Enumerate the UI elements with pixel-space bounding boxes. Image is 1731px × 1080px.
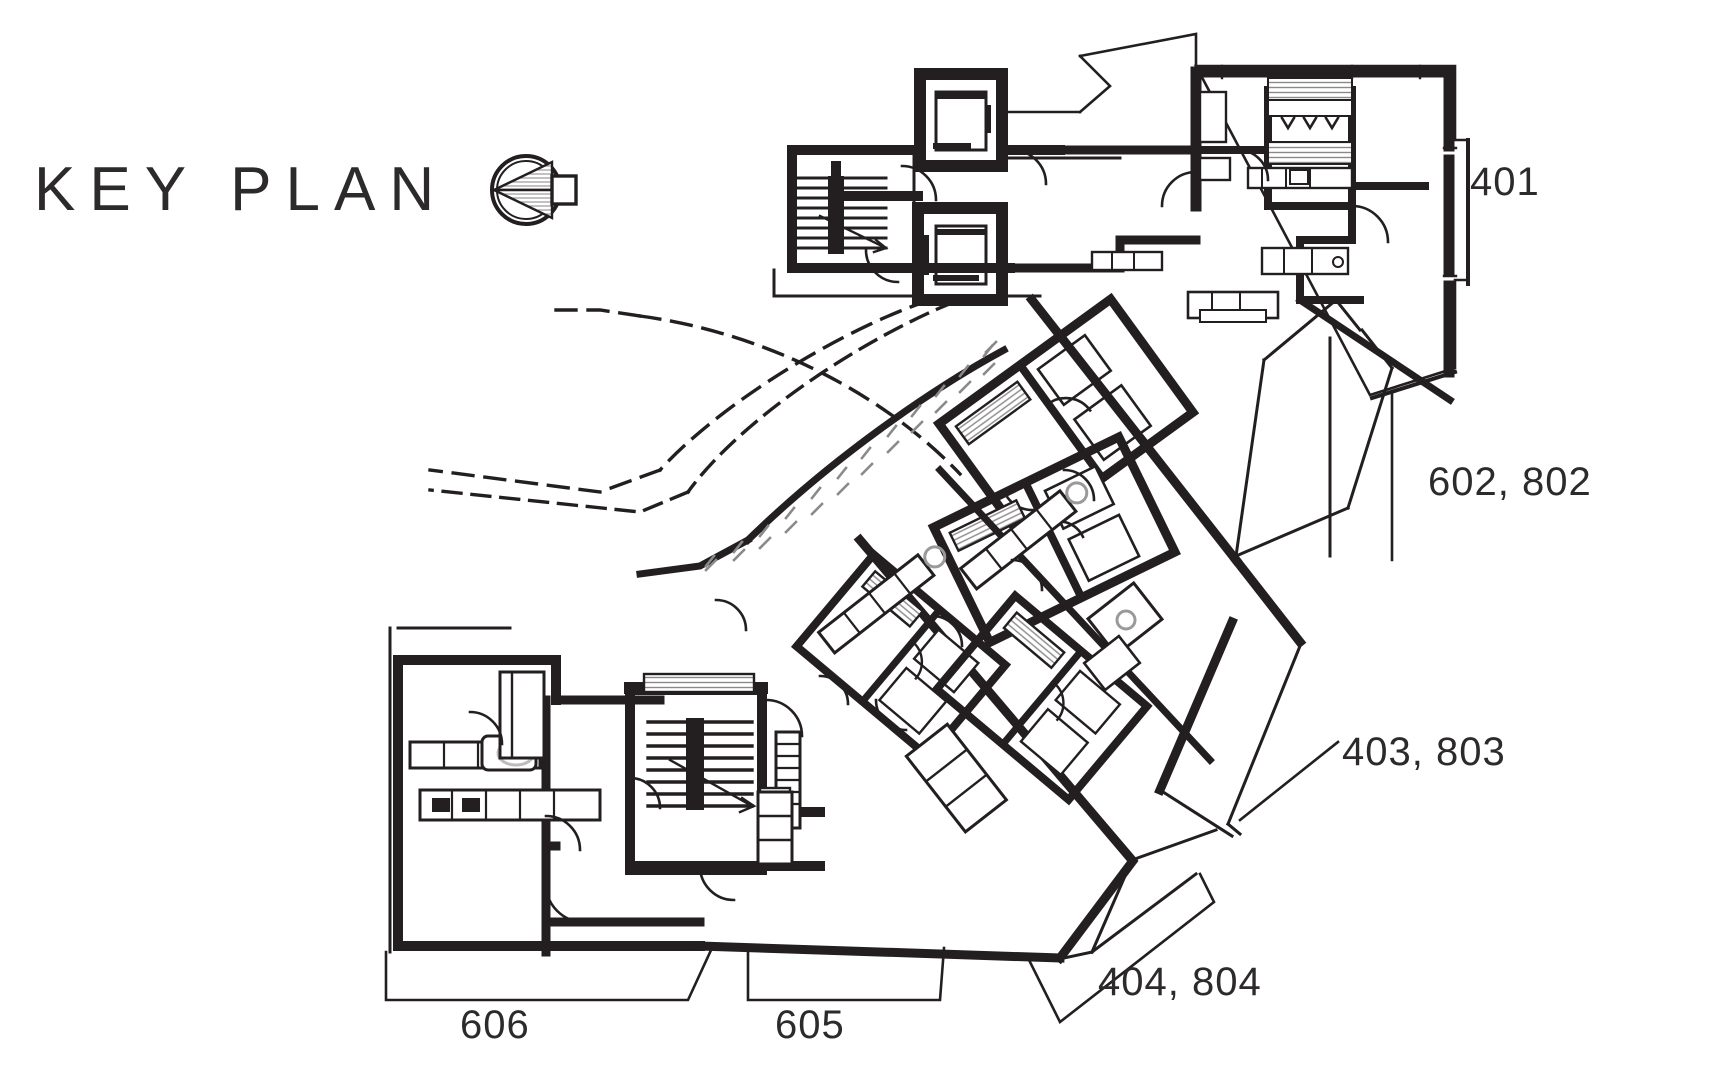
title-block: KEY PLAN bbox=[34, 140, 578, 240]
room-label-401: 401 bbox=[1470, 160, 1540, 204]
curved-railing-wall bbox=[636, 340, 1009, 578]
room-label-605: 605 bbox=[775, 1003, 845, 1047]
central-rotated-units bbox=[714, 292, 1307, 867]
curved-balcony-overhang bbox=[428, 297, 963, 514]
freestanding-casework-west bbox=[756, 790, 794, 866]
fixture-cluster bbox=[1082, 580, 1165, 692]
building-outline-lower bbox=[695, 297, 1395, 965]
entry-vestibule bbox=[772, 268, 1042, 298]
secondary-stair-core bbox=[624, 672, 825, 902]
unit-401-plan bbox=[1160, 64, 1470, 405]
page-title: KEY PLAN bbox=[34, 155, 449, 224]
room-label-404-804: 404, 804 bbox=[1098, 960, 1262, 1004]
elevator-stair-core bbox=[787, 68, 1280, 323]
room-label-403-803: 403, 803 bbox=[1342, 730, 1506, 774]
unit-606-plan bbox=[388, 626, 705, 957]
room-label-606: 606 bbox=[460, 1003, 530, 1047]
canopy-outline bbox=[1000, 32, 1198, 150]
north-arrow-icon bbox=[490, 154, 578, 226]
room-label-602-802: 602, 802 bbox=[1428, 460, 1592, 504]
dimension-brackets bbox=[384, 390, 1394, 1025]
